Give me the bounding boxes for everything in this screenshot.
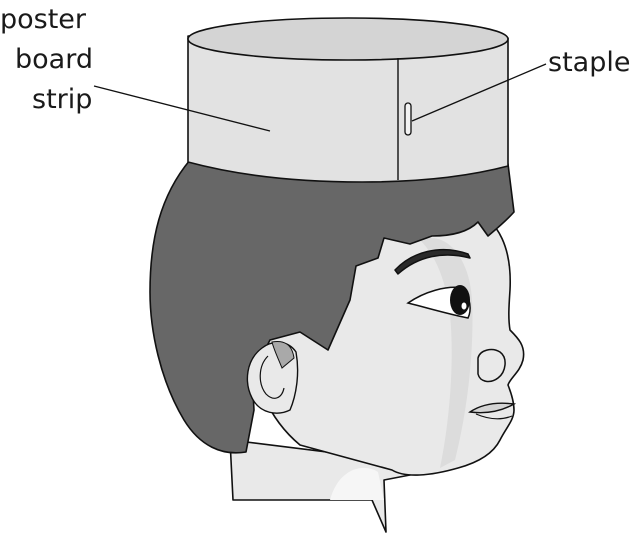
label-poster-board-strip-line-1: poster [0,6,86,33]
pupil-highlight [462,303,467,310]
label-staple: staple [548,49,630,76]
pupil [450,285,470,315]
staple-mark [405,103,411,135]
label-poster-board-strip-line-2: board [15,46,93,73]
label-poster-board-strip-line-3: strip [32,86,92,113]
band-top-opening [188,18,508,60]
